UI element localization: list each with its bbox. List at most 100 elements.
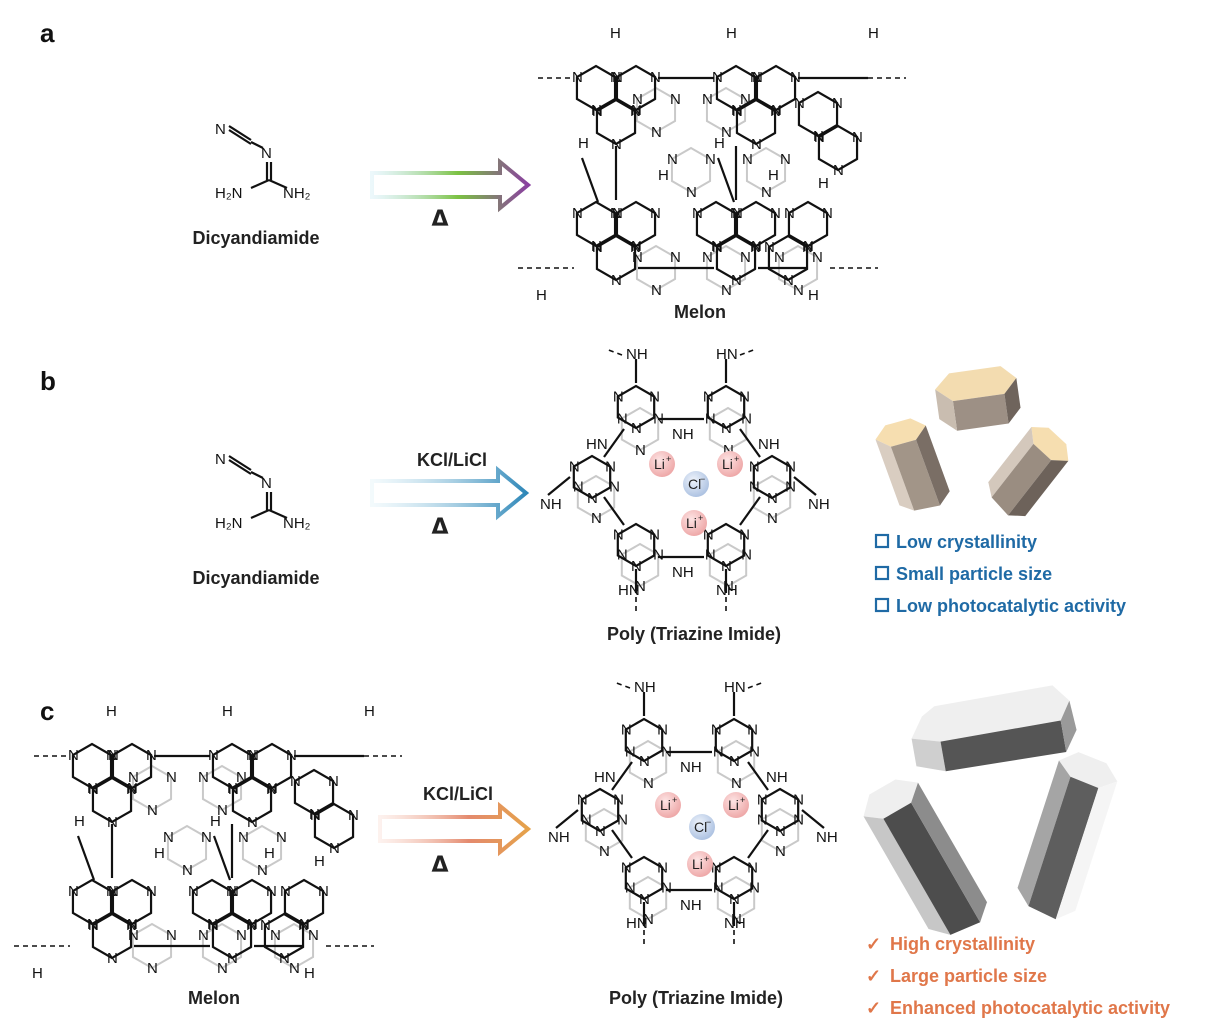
atom-label: N — [215, 121, 226, 138]
atom-label: NH — [724, 915, 746, 932]
atom-n: N — [613, 792, 624, 809]
atom-n: N — [236, 927, 247, 944]
crystal-small-2 — [875, 418, 950, 511]
atom-n: N — [107, 950, 118, 967]
atom-n: N — [712, 239, 723, 256]
atom-n: N — [657, 722, 668, 739]
atom-n: N — [721, 558, 732, 575]
atom-n: N — [260, 917, 271, 934]
triazine-ring — [293, 768, 335, 816]
triazine-ring — [201, 764, 243, 812]
atom-n: N — [201, 829, 212, 846]
atom-n: N — [833, 162, 844, 179]
atom-n: N — [731, 272, 742, 289]
atom-n: N — [348, 807, 359, 824]
atom-n: N — [610, 69, 621, 86]
triazine-ring — [131, 764, 173, 812]
condition-label-c: KCl/LiCl — [423, 784, 493, 804]
bond — [547, 476, 571, 496]
atom-n: N — [692, 205, 703, 222]
atom-n: N — [299, 916, 310, 933]
atom-n: N — [286, 747, 297, 764]
atom-n: N — [632, 91, 643, 108]
atom-n: N — [592, 239, 603, 256]
atom-n: N — [188, 883, 199, 900]
triazine-ring — [313, 802, 355, 850]
reactant-label-c: Melon — [188, 988, 240, 1008]
atom-n: N — [631, 558, 642, 575]
atom-label: H — [578, 135, 589, 152]
triazine-ring — [635, 244, 677, 292]
atom-label: H — [32, 965, 43, 982]
atom-label: HN — [618, 582, 640, 599]
atom-n: N — [246, 917, 257, 934]
atom-n: N — [246, 747, 257, 764]
atom-n: N — [621, 722, 632, 739]
atom-n: N — [770, 103, 781, 120]
atom-label: H — [264, 845, 275, 862]
atom-label: H — [808, 287, 819, 304]
atom-n: N — [661, 880, 672, 897]
bond — [747, 681, 765, 689]
atom-n: N — [88, 781, 99, 798]
triazine-ring — [714, 717, 754, 763]
triazine-ring — [263, 912, 305, 960]
atom-n: N — [650, 205, 661, 222]
dicyandiamide-structure-b: N N H₂N NH₂ — [215, 451, 311, 532]
crystal-small-1 — [935, 366, 1021, 431]
atom-label: H — [74, 813, 85, 830]
triazine-ring — [580, 787, 620, 833]
atom-n: N — [599, 843, 610, 860]
atom-n: N — [310, 807, 321, 824]
atom-label: H — [154, 845, 165, 862]
panel-letter-a: a — [40, 18, 55, 48]
triazine-ring — [616, 522, 656, 568]
atom-n: N — [630, 103, 641, 120]
atom-n: N — [621, 860, 632, 877]
atom-n: N — [771, 102, 782, 119]
atom-n: N — [266, 781, 277, 798]
triazine-ring — [111, 878, 153, 926]
atom-n: N — [764, 239, 775, 256]
atom-label: NH₂ — [283, 515, 311, 532]
atom-n: N — [236, 769, 247, 786]
atom-n: N — [127, 780, 138, 797]
triazine-ring — [708, 542, 748, 588]
atom-n: N — [88, 917, 99, 934]
svg-text:−: − — [700, 474, 705, 484]
atom-label: NH — [680, 759, 702, 776]
triazine-ring — [584, 807, 624, 853]
triazine-ring — [71, 742, 113, 790]
atom-n: N — [702, 91, 713, 108]
atom-n: N — [657, 860, 668, 877]
triazine-ring — [755, 64, 797, 112]
triazine-ring — [777, 244, 819, 292]
atom-n: N — [289, 960, 300, 977]
triazine-ring — [283, 878, 325, 926]
atom-n: N — [649, 389, 660, 406]
property-item: High crystallinity — [890, 934, 1035, 954]
atom-n: N — [106, 883, 117, 900]
atom-n: N — [257, 862, 268, 879]
atom-n: N — [266, 883, 277, 900]
triazine-ring — [231, 878, 273, 926]
atom-n: N — [611, 272, 622, 289]
product-label-a: Melon — [674, 302, 726, 322]
atom-n: N — [732, 103, 743, 120]
triazine-ring — [576, 474, 616, 520]
svg-text:+: + — [672, 795, 677, 805]
atom-n: N — [217, 802, 228, 819]
atom-n: N — [774, 249, 785, 266]
atom-n: N — [631, 420, 642, 437]
atom-label: H — [714, 135, 725, 152]
atom-n: N — [166, 769, 177, 786]
atom-label: H₂N — [215, 185, 243, 202]
bond — [555, 809, 579, 829]
atom-n: N — [747, 722, 758, 739]
atom-n: N — [702, 249, 713, 266]
triazine-ring — [166, 824, 208, 872]
atom-n: N — [814, 129, 825, 146]
check-icon: ✓ — [866, 998, 881, 1018]
